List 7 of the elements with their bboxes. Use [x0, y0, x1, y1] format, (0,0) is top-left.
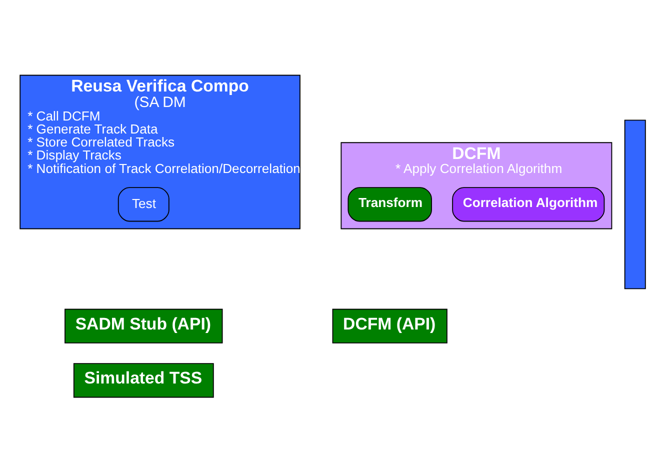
- node-box: Transform: [348, 186, 432, 222]
- node-box: SADM Stub (API): [64, 308, 223, 343]
- node-box: Correlation Algorithm: [452, 186, 605, 222]
- node-box: Test: [118, 186, 170, 222]
- node-box: [624, 119, 646, 289]
- node-box: DCFM (API): [332, 308, 448, 343]
- node-box: Simulated TSS: [73, 362, 214, 398]
